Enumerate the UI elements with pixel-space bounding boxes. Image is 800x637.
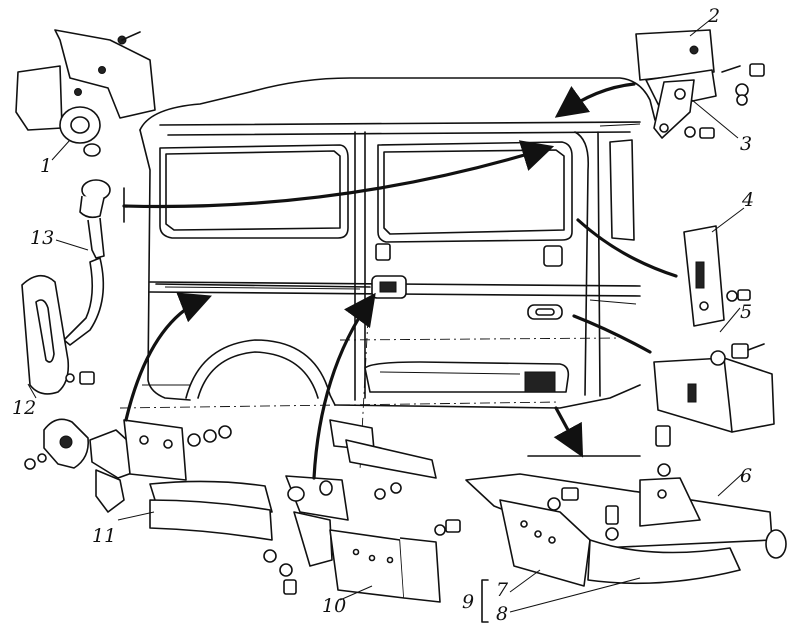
- callout-labels: 1 2 3 4 5 6 7 8 9 10 11 12 13: [12, 5, 754, 625]
- part-12-mounting-plate: [21, 274, 95, 395]
- callout-4: 4: [741, 189, 754, 211]
- part-1-upper-roller-bracket: [15, 29, 156, 157]
- part-10-middle-roller-bracket: [263, 419, 461, 603]
- leader-lines: [27, 19, 745, 623]
- part-6-7-8-lower-roller-assembly: [465, 425, 787, 587]
- van-body-side-panel: [119, 77, 656, 471]
- callout-11: 11: [92, 525, 116, 547]
- callout-7: 7: [496, 579, 509, 601]
- part-5-lower-rear-bracket: [653, 343, 775, 433]
- callout-1: 1: [40, 155, 52, 177]
- callout-6: 6: [740, 465, 752, 487]
- callout-13: 13: [30, 227, 54, 249]
- callout-3: 3: [740, 133, 752, 155]
- callout-12: 12: [12, 397, 36, 419]
- callout-5: 5: [740, 301, 752, 323]
- callout-9: 9: [462, 591, 474, 613]
- part-4-latch-striker: [683, 225, 751, 327]
- callout-8: 8: [496, 603, 508, 625]
- part-13-roller-arm: [63, 179, 111, 346]
- assembly-arrows: [122, 82, 678, 480]
- part-11-lower-bracket: [24, 418, 273, 541]
- callout-2: 2: [707, 5, 720, 27]
- callout-10: 10: [322, 595, 346, 617]
- part-2-3-upper-rear-bracket: [635, 29, 765, 139]
